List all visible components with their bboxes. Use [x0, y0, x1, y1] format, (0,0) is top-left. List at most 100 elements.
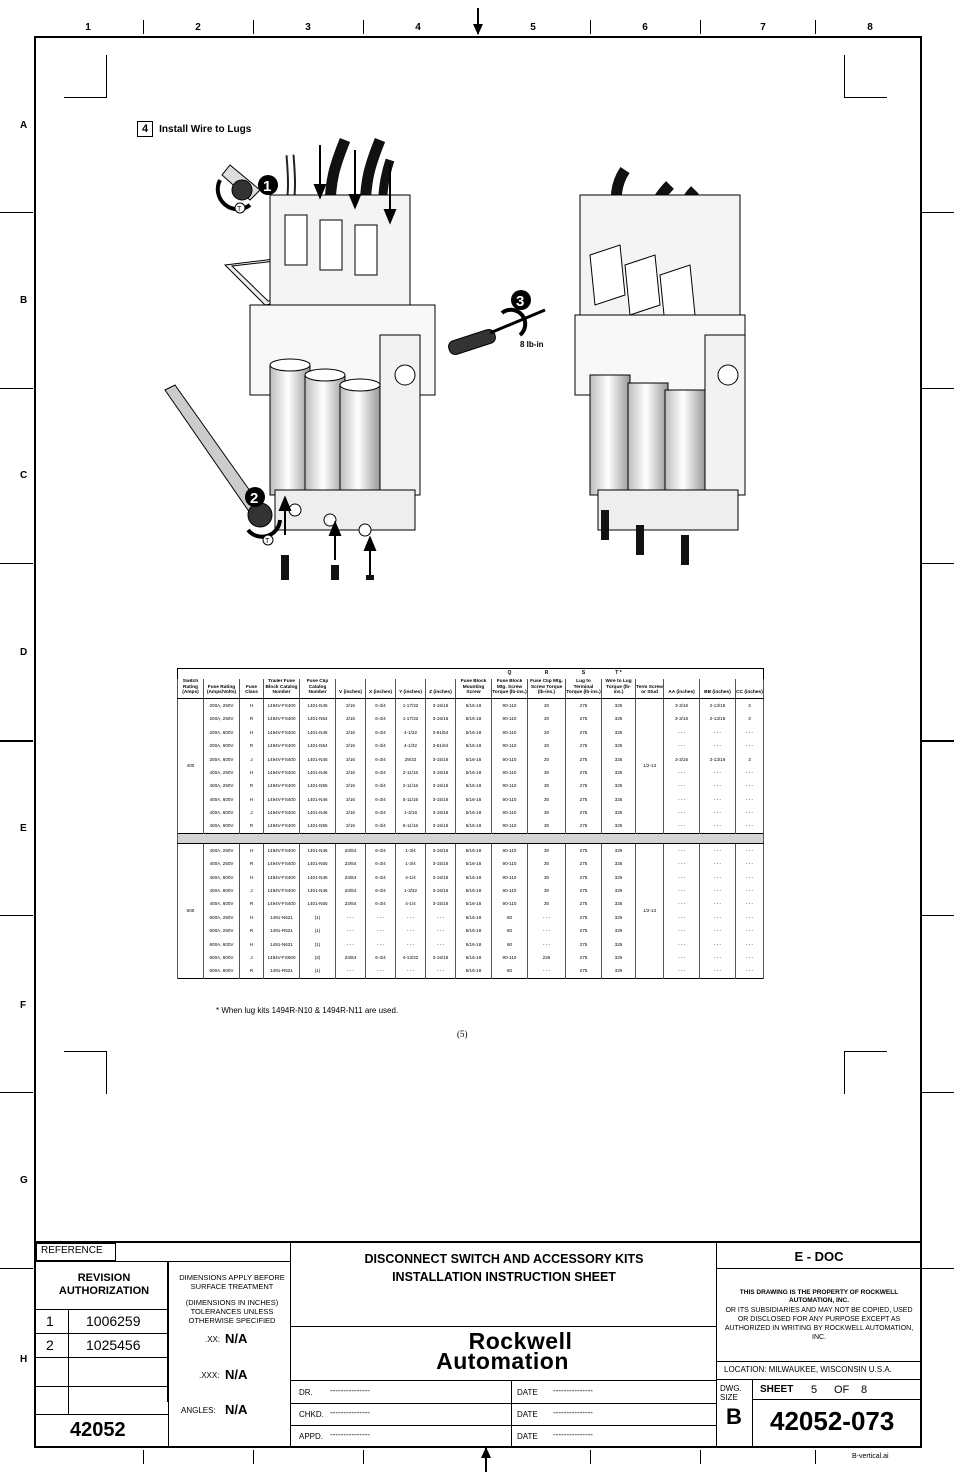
table-cell: 6-3/4 [365, 779, 396, 793]
table-cell: 3/16 [335, 779, 366, 793]
table-cell: 20 [527, 738, 566, 753]
torque-label: 8 lb-in [520, 340, 544, 349]
table-cell: J [239, 805, 264, 820]
table-cell: - - - [735, 883, 764, 898]
table-cell: 3 [735, 712, 764, 726]
table-cell: 600A, 250V [203, 910, 240, 925]
table-cell: 2-13/16 [699, 752, 736, 766]
table-cell: - - - [663, 924, 700, 938]
table-cell: 325 [601, 924, 636, 938]
table-cell: - - - [365, 964, 396, 979]
grid-tick [363, 1450, 364, 1464]
grid-tick [0, 388, 33, 389]
table-cell: - - - [735, 924, 764, 938]
table-cell: 6-3/4 [365, 792, 396, 806]
revision-value: 1006259 [86, 1313, 141, 1329]
term-screw-cell: 1/2-13 [635, 843, 664, 979]
table-cell: - - - [663, 738, 700, 753]
divider [716, 1379, 922, 1380]
table-cell: - - - [735, 738, 764, 753]
table-cell: 1401-N46 [299, 843, 336, 858]
divider [36, 1357, 168, 1358]
table-cell: 325 [601, 937, 636, 951]
table-cell: - - - [663, 765, 700, 780]
table-cell: H [239, 765, 264, 780]
row-label: C [20, 470, 28, 481]
table-cell: 5/16-18 [455, 897, 492, 911]
dwg-size-value: B [726, 1404, 742, 1429]
divider [68, 1309, 69, 1414]
table-cell: 20 [527, 698, 566, 713]
table-cell: 325 [601, 805, 636, 820]
table-cell: - - - [699, 937, 736, 951]
grid-tick [922, 388, 954, 389]
table-group-separator [177, 832, 764, 844]
table-cell: - - - [663, 937, 700, 951]
table-cell: - - - [735, 937, 764, 951]
grid-tick [0, 563, 33, 564]
table-cell: - - - [699, 725, 736, 739]
grid-tick [363, 20, 364, 34]
table-cell: 3-15/16 [425, 883, 456, 898]
table-cell: - - - [663, 950, 700, 965]
table-cell: 3-15/16 [425, 765, 456, 780]
table-cell: R [239, 924, 264, 938]
table-cell: 600A, 600V [203, 950, 240, 965]
col-header: Fuse Clip Mtg. Screw Torque (lb-ins.) [527, 679, 566, 699]
table-cell: - - - [663, 805, 700, 820]
col-header: Fuse Block Mtg. Screw Torque (lb-ins.) [491, 679, 528, 699]
table-cell: 1494V-FS400 [263, 765, 300, 780]
table-cell: - - - [699, 964, 736, 979]
row-label: A [20, 120, 28, 131]
table-cell: 275 [565, 937, 602, 951]
table-cell: - - - [735, 870, 764, 884]
sheet-total: 8 [861, 1384, 868, 1396]
tol-xx-label: .XX: [205, 1335, 221, 1344]
table-cell: 400A, 600V [203, 819, 240, 834]
divider [36, 1262, 168, 1402]
table-cell: 400A, 600V [203, 805, 240, 820]
grid-tick [700, 20, 701, 34]
approved-by-label: APPD. [299, 1432, 324, 1441]
table-cell: 3/16 [335, 805, 366, 820]
table-cell: 600A, 600V [203, 937, 240, 951]
table-cell: 3/16 [335, 712, 366, 726]
row-label: F [20, 1000, 27, 1011]
table-cell: 5/16-18 [455, 937, 492, 951]
table-cell: 90-110 [491, 738, 528, 753]
table-cell: 1494V-FS400 [263, 752, 300, 766]
table-cell: 6-3/4 [365, 883, 396, 898]
col-header: Fuse Class [239, 679, 264, 699]
page-number: (5) [457, 1029, 468, 1039]
table-cell: 275 [565, 819, 602, 834]
table-cell: 1401-N55 [299, 779, 336, 793]
table-cell: R [239, 897, 264, 911]
table-cell: 90-110 [491, 779, 528, 793]
table-cell: 3-15/16 [425, 897, 456, 911]
title-block-top-line [34, 1241, 922, 1448]
grid-tick [143, 1450, 144, 1464]
row-label: H [20, 1354, 28, 1365]
grid-tick [590, 1450, 591, 1464]
table-cell: 1494V-FS400 [263, 698, 300, 713]
table-cell: 3-3/16 [663, 752, 700, 766]
table-cell: 400A, 250V [203, 765, 240, 780]
table-cell: (1) [299, 910, 336, 925]
table-cell: 6-3/4 [365, 897, 396, 911]
table-cell: - - - [527, 924, 566, 938]
table-cell: 60 [491, 964, 528, 979]
divider [290, 1326, 716, 1327]
date-label: DATE [517, 1388, 538, 1397]
table-cell: 20 [527, 725, 566, 739]
dims-note: DIMENSIONS APPLY BEFORE SURFACE TREATMEN… [179, 1273, 285, 1291]
table-cell: 600A, 600V [203, 964, 240, 979]
table-cell: 200A, 600V [203, 738, 240, 753]
grid-tick [143, 20, 144, 34]
col-header: Fuse Clip Catalog Number [299, 679, 336, 699]
table-cell: 3/16 [335, 698, 366, 713]
table-cell: 400A, 250V [203, 843, 240, 858]
